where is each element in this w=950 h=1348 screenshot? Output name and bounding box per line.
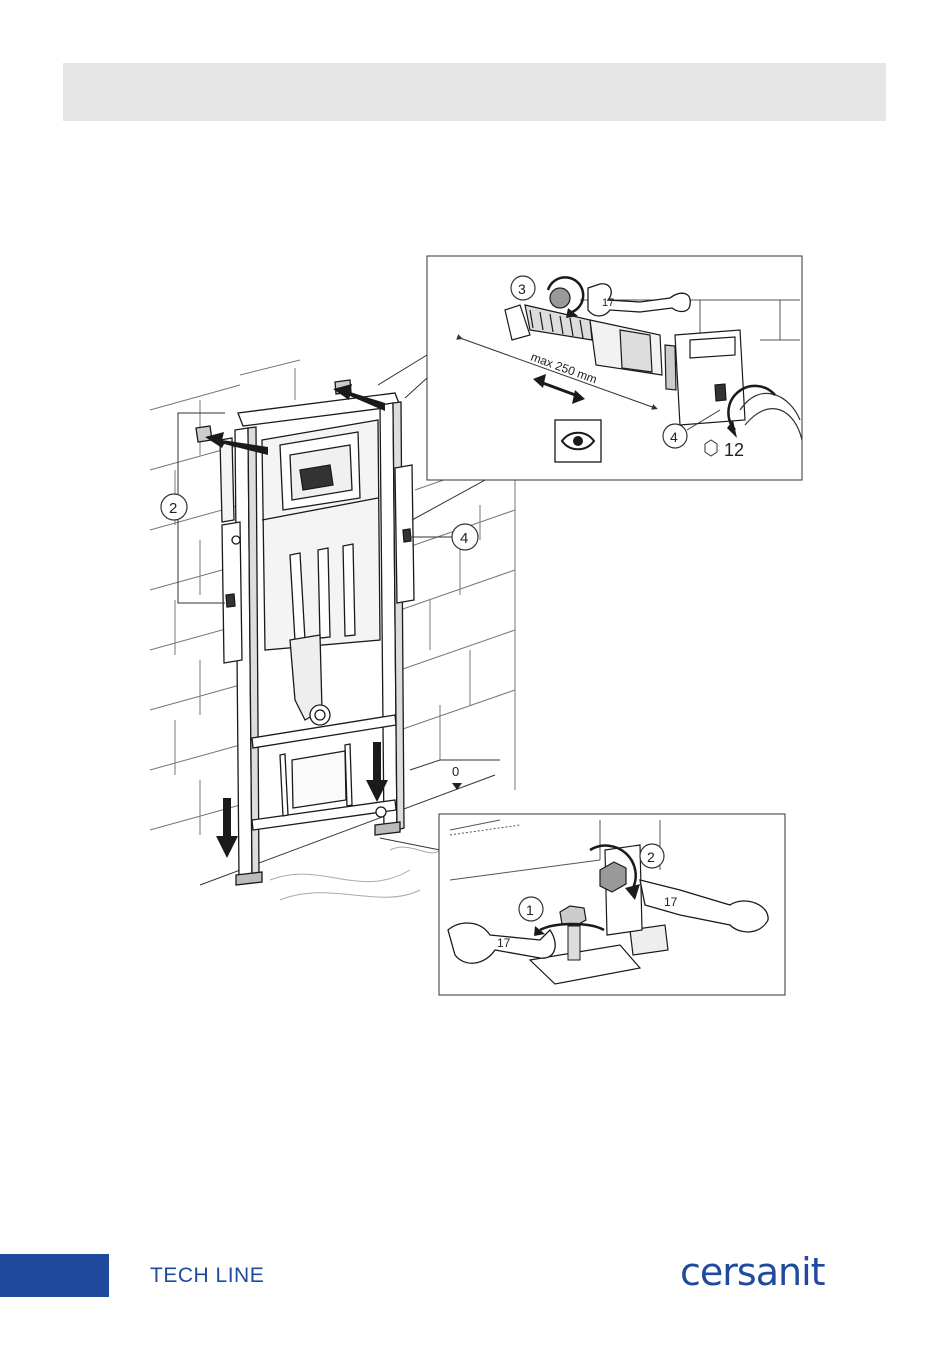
series-logo: TECH LINE — [150, 1264, 264, 1288]
detail-bottom-box — [439, 814, 785, 995]
hex-icon — [705, 440, 717, 456]
brand-logo: cersanit — [680, 1250, 825, 1294]
detail-bottom-step-2: 2 — [647, 849, 655, 865]
detail-bottom-step-1: 1 — [526, 902, 534, 918]
floor-level-marker-icon — [452, 783, 462, 790]
series-logo-thin: LINE — [216, 1264, 265, 1287]
detail-top-callout: 4 — [670, 429, 678, 445]
detail-top-wrench-size: 17 — [602, 297, 614, 309]
detail-top-hex-size: 12 — [724, 440, 744, 460]
callout-side-bracket-label: 4 — [460, 530, 468, 547]
detail-bottom-wrench-size-2: 17 — [664, 895, 678, 909]
footer-color-block — [0, 1254, 109, 1297]
detail-bottom-wrench-size-1: 17 — [497, 936, 511, 950]
detail-top-step: 3 — [518, 281, 526, 297]
floor-level-label: 0 — [452, 764, 459, 779]
series-logo-bold: TECH — [150, 1264, 209, 1287]
callout-left-bracket-label: 2 — [169, 500, 177, 517]
detail-top-box — [427, 256, 802, 480]
eye-icon — [555, 420, 601, 462]
